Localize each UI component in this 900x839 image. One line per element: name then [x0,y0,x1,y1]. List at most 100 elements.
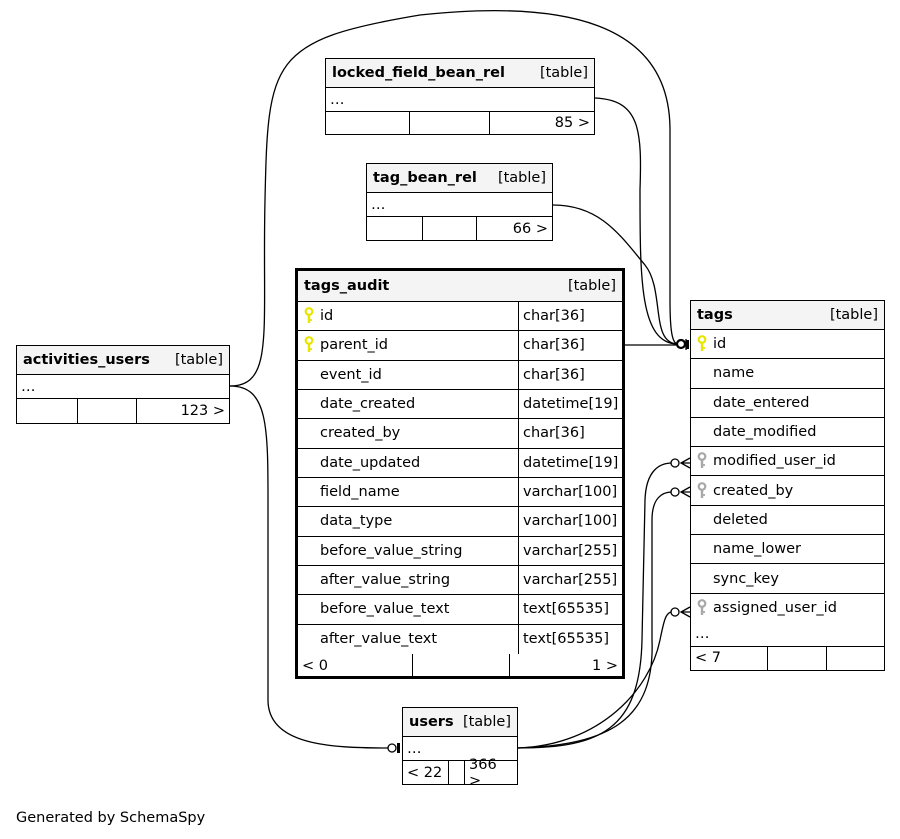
footer-parents[interactable]: < 0 [302,658,328,675]
column-name: created_by [713,482,794,499]
foreign-key-icon [691,481,713,500]
column-name: deleted [713,511,768,528]
column-type: varchar[100] [518,477,622,507]
rel-users-modified [517,462,673,749]
table-name: locked_field_bean_rel [332,65,505,81]
column-row[interactable]: id [691,330,884,360]
column-name: date_updated [320,454,421,471]
footer-children[interactable]: 366 > [464,757,517,789]
column-row[interactable]: parent_id char[36] [298,331,622,361]
column-name: date_created [320,396,416,413]
table-type-label: [table] [174,352,223,368]
footer-children[interactable]: 123 > [136,399,229,423]
primary-key-icon [691,335,713,353]
column-name: modified_user_id [713,453,836,470]
column-name: name_lower [713,541,802,558]
column-name: assigned_user_id [713,600,837,617]
generated-by-note: Generated by SchemaSpy [16,810,206,826]
column-row[interactable]: name_lower [691,535,884,565]
footer-parents[interactable]: < 22 [407,764,443,781]
column-name: id [320,308,334,325]
column-row[interactable]: assigned_user_id [691,594,884,623]
column-type: char[36] [518,419,622,448]
column-row[interactable]: before_value_string varchar[255] [298,536,622,566]
column-name: before_value_text [320,601,450,618]
footer-parents [367,217,422,240]
column-name: date_entered [713,394,810,411]
column-row[interactable]: data_type varchar[100] [298,507,622,537]
table-tag-bean-rel[interactable]: tag_bean_rel [table] … 66 > [366,163,553,241]
column-type: datetime[19] [518,389,622,419]
table-type-label: [table] [567,278,616,294]
column-name: data_type [320,513,393,530]
column-row[interactable]: modified_user_id [691,447,884,477]
footer-children[interactable]: 85 > [489,112,594,134]
rel-activities-users-users [229,385,389,749]
footer-children [826,646,884,670]
footer-columns [409,112,489,134]
columns-ellipsis: … [407,740,422,757]
table-users[interactable]: users [table] … < 22 366 > [402,707,518,789]
column-row[interactable]: date_updated datetime[19] [298,448,622,478]
column-row[interactable]: after_value_string varchar[255] [298,565,622,596]
column-row[interactable]: sync_key [691,564,884,594]
rel-users-created [517,491,673,749]
columns-ellipsis: … [695,626,710,643]
column-type: datetime[19] [518,448,622,477]
rel-tag-bean-tags [552,204,679,345]
table-activities-users[interactable]: activities_users [table] … 123 > [16,345,230,424]
columns-ellipsis: … [330,91,345,108]
column-row[interactable]: name [691,359,884,389]
column-type: varchar[100] [518,507,622,536]
column-type: varchar[255] [518,565,622,595]
column-name: parent_id [320,337,389,354]
column-row[interactable]: id char[36] [298,302,622,332]
column-type: text[65535] [518,624,622,654]
column-name: sync_key [713,570,779,587]
column-row[interactable]: deleted [691,506,884,536]
footer-parents [326,112,409,134]
column-name: after_value_string [320,572,451,589]
primary-key-icon [298,336,320,354]
footer-columns [422,217,476,240]
column-name: before_value_string [320,542,463,559]
table-type-label: [table] [462,714,511,730]
column-name: id [713,336,727,353]
table-name: activities_users [23,352,150,368]
column-row[interactable]: date_entered [691,389,884,418]
footer-children[interactable]: 1 > [509,653,622,679]
footer-columns [767,646,826,670]
footer-children[interactable]: 66 > [476,217,552,240]
table-locked-field-bean-rel[interactable]: locked_field_bean_rel [table] … 85 > [325,58,595,135]
column-type: char[36] [518,331,622,360]
rel-users-assigned [517,611,673,749]
rel-activities-users-tags [229,9,679,387]
table-name: tag_bean_rel [373,170,477,186]
columns-ellipsis: … [21,378,36,395]
column-type: text[65535] [518,595,622,624]
table-type-label: [table] [497,170,546,186]
footer-parents[interactable]: < 7 [695,650,721,667]
column-row[interactable]: date_modified [691,418,884,448]
footer-columns [77,399,136,423]
column-row[interactable]: created_by [691,476,884,506]
column-name: event_id [320,366,382,383]
foreign-key-icon [691,452,713,470]
table-type-label: [table] [829,307,878,323]
footer-columns [448,761,464,784]
column-type: varchar[255] [518,536,622,565]
column-row[interactable]: field_name varchar[100] [298,477,622,508]
column-row[interactable]: date_created datetime[19] [298,389,622,420]
column-row[interactable]: before_value_text text[65535] [298,595,622,625]
table-type-label: [table] [539,65,588,81]
table-name: users [409,714,454,730]
column-type: char[36] [518,302,622,331]
table-name: tags_audit [304,278,390,294]
rel-locked-field-tags [594,97,679,345]
column-name: field_name [320,484,400,501]
